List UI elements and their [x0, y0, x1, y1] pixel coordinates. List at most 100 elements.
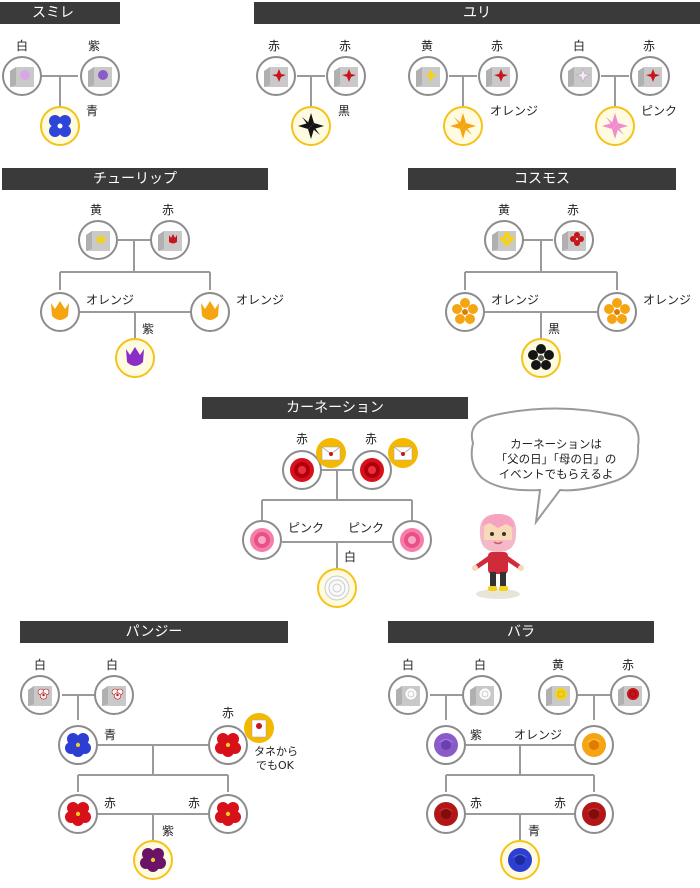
flower-node-tulip-purple — [115, 338, 155, 378]
flower-node-pansy-red-3 — [208, 794, 248, 834]
seed-node-lily-white — [560, 56, 600, 96]
seed-node-tulip-red — [150, 220, 190, 260]
flower-node-carnation-pink-2 — [392, 520, 432, 560]
seed-node-rose-white-2 — [462, 675, 502, 715]
label-cosmos-m2: オレンジ — [643, 293, 692, 307]
flower-node-violet-blue — [40, 106, 80, 146]
label-lily-b-child: オレンジ — [490, 104, 539, 118]
label-cosmos-m1: オレンジ — [491, 293, 540, 307]
label-tulip-child: 紫 — [142, 322, 155, 336]
label-tulip-m2: オレンジ — [236, 293, 285, 307]
seed-node-lily-red-3 — [478, 56, 518, 96]
seed-node-violet-white — [2, 56, 42, 96]
flower-node-rose-blue — [500, 840, 540, 880]
flower-node-rose-red-1 — [426, 794, 466, 834]
flower-node-rose-orange — [574, 725, 614, 765]
label-rose-p4: 赤 — [622, 658, 635, 672]
label-pansy-m1: 青 — [104, 728, 117, 742]
label-pansy-g2: 赤 — [188, 796, 201, 810]
label-cosmos-p1: 黄 — [498, 203, 511, 217]
flower-node-lily-pink — [595, 106, 635, 146]
label-carnation-p1: 赤 — [296, 432, 309, 446]
speech-text: カーネーションは 「父の日」「母の日」の イベントでもらえるよ — [478, 437, 634, 482]
label-lily-c-p1: 白 — [573, 39, 586, 53]
label-carnation-m2: ピンク — [348, 521, 385, 535]
flower-node-rose-red-2 — [574, 794, 614, 834]
seed-node-tulip-yellow — [78, 220, 118, 260]
label-carnation-m1: ピンク — [288, 521, 325, 535]
note-line-2: でもOK — [256, 759, 294, 772]
flower-node-pansy-red-2 — [58, 794, 98, 834]
label-tulip-p2: 赤 — [162, 203, 175, 217]
header-tulip: チューリップ — [2, 168, 268, 190]
flower-node-pansy-red-1 — [208, 725, 248, 765]
letter-badge-1 — [316, 438, 346, 468]
label-pansy-p1: 白 — [34, 658, 47, 672]
flower-node-tulip-orange-1 — [40, 292, 80, 332]
header-pansy: パンジー — [20, 621, 288, 643]
label-pansy-child: 紫 — [162, 824, 175, 838]
flower-node-lily-orange — [443, 106, 483, 146]
seed-packet-badge — [244, 713, 274, 743]
flower-node-carnation-red-2 — [352, 450, 392, 490]
flower-node-rose-purple — [426, 725, 466, 765]
header-cosmos: コスモス — [408, 168, 676, 190]
flower-node-tulip-orange-2 — [190, 292, 230, 332]
flower-node-pansy-blue — [58, 725, 98, 765]
flower-node-carnation-pink-1 — [242, 520, 282, 560]
label-rose-g1: 赤 — [470, 796, 483, 810]
seed-node-rose-red — [610, 675, 650, 715]
label-tulip-m1: オレンジ — [86, 293, 135, 307]
flower-node-carnation-white — [317, 568, 357, 608]
label-lily-b-p2: 赤 — [491, 39, 504, 53]
label-lily-a-p2: 赤 — [339, 39, 352, 53]
seed-node-cosmos-yellow — [484, 220, 524, 260]
letter-badge-2 — [388, 438, 418, 468]
seed-node-lily-red-1 — [256, 56, 296, 96]
seed-node-lily-yellow — [408, 56, 448, 96]
seed-node-violet-purple — [80, 56, 120, 96]
label-pansy-m2: 赤 — [222, 706, 235, 720]
note-line-1: タネから — [254, 745, 298, 758]
header-violet: スミレ — [0, 2, 120, 24]
seed-node-cosmos-red — [554, 220, 594, 260]
seed-node-pansy-white-1 — [20, 675, 60, 715]
flower-node-lily-black — [291, 106, 331, 146]
label-lily-c-child: ピンク — [641, 104, 678, 118]
flower-node-cosmos-orange-1 — [445, 292, 485, 332]
flower-node-cosmos-black — [521, 338, 561, 378]
label-carnation-child: 白 — [344, 550, 357, 564]
villager-character — [472, 514, 524, 599]
label-cosmos-child: 黒 — [548, 322, 561, 336]
flower-node-cosmos-orange-2 — [597, 292, 637, 332]
label-rose-child: 青 — [528, 824, 541, 838]
label-rose-p2: 白 — [474, 658, 487, 672]
flower-node-pansy-purple — [133, 840, 173, 880]
label-violet-child: 青 — [86, 104, 99, 118]
seed-node-pansy-white-2 — [94, 675, 134, 715]
speech-line-1: カーネーションは — [510, 437, 602, 451]
label-rose-m2: オレンジ — [514, 728, 563, 742]
label-lily-c-p2: 赤 — [643, 39, 656, 53]
label-violet-p1: 白 — [16, 39, 29, 53]
seed-node-lily-red-2 — [326, 56, 366, 96]
flower-node-carnation-red-1 — [282, 450, 322, 490]
label-lily-a-child: 黒 — [338, 104, 351, 118]
label-rose-p1: 白 — [402, 658, 415, 672]
letter-icon — [321, 446, 341, 461]
header-carnation: カーネーション — [202, 397, 468, 419]
header-rose: バラ — [388, 621, 654, 643]
label-lily-a-p1: 赤 — [268, 39, 281, 53]
label-rose-p3: 黄 — [552, 658, 565, 672]
label-violet-p2: 紫 — [88, 39, 101, 53]
speech-line-3: イベントでもらえるよ — [498, 467, 614, 481]
speech-line-2: 「父の日」「母の日」の — [495, 452, 617, 466]
seed-packet-icon — [251, 719, 267, 738]
letter-icon — [393, 446, 413, 461]
label-pansy-p2: 白 — [106, 658, 119, 672]
seed-node-rose-yellow — [538, 675, 578, 715]
label-carnation-p2: 赤 — [365, 432, 378, 446]
label-cosmos-p2: 赤 — [567, 203, 580, 217]
